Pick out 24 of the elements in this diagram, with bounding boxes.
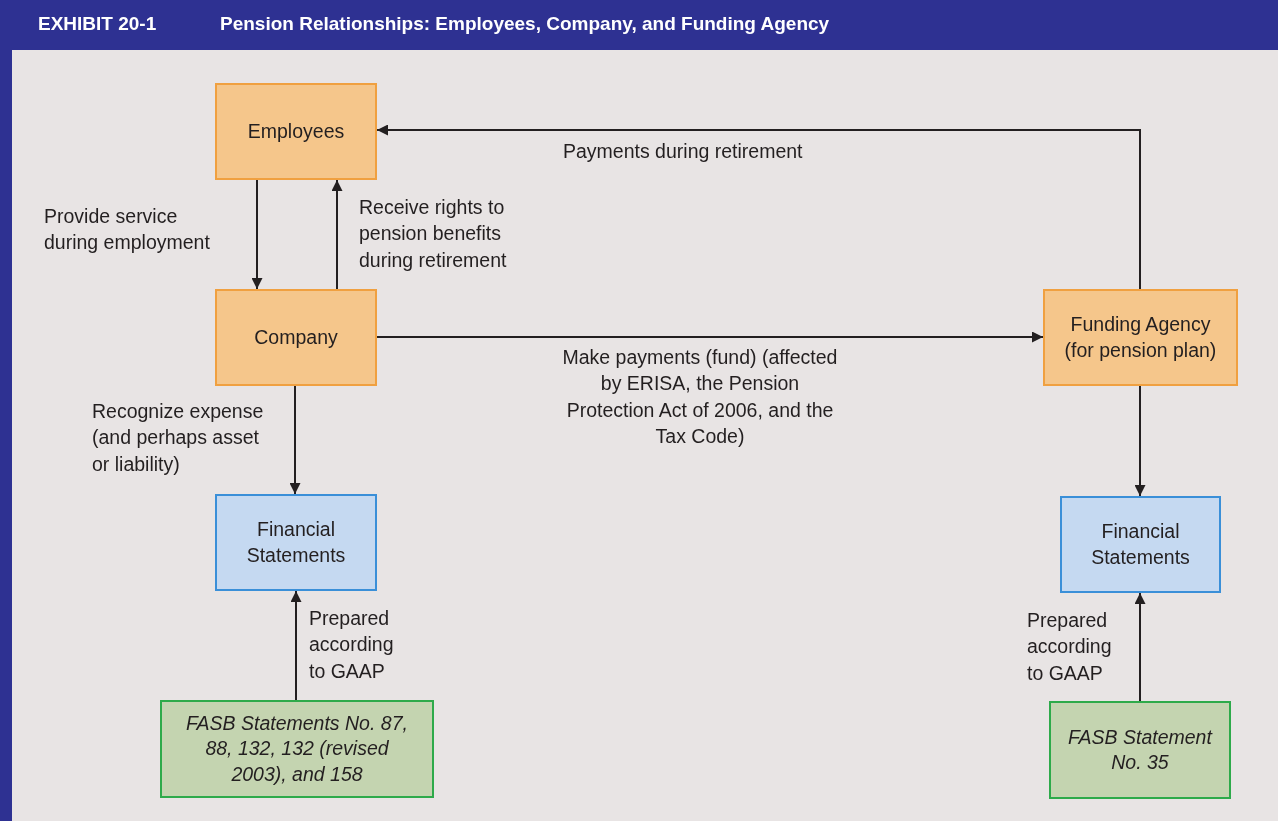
node-text: FASB Statement No. 35 bbox=[1067, 724, 1214, 775]
process-box bbox=[1043, 289, 1238, 386]
diagram-title: Pension Relationships: Employees, Company, and Funding Agency bbox=[220, 13, 830, 35]
node-text: Financial Statements bbox=[245, 517, 347, 568]
exhibit-number: EXHIBIT 20-1 bbox=[38, 13, 157, 35]
node-text: Funding Agency (for pension plan) bbox=[1063, 312, 1218, 363]
node-text: Company bbox=[254, 324, 338, 350]
arrow bbox=[376, 331, 1044, 343]
arrow bbox=[289, 385, 301, 495]
node-text: FASB Statements No. 87, 88, 132, 132 (revised 2003), and 158 bbox=[185, 711, 409, 787]
process-box bbox=[1060, 496, 1221, 593]
arrow bbox=[1134, 385, 1146, 497]
arrow bbox=[331, 179, 343, 290]
arrow bbox=[376, 124, 1141, 290]
node-text: Financial Statements bbox=[1090, 519, 1191, 570]
node-text: Employees bbox=[247, 118, 345, 144]
process-box bbox=[215, 289, 377, 386]
arrow bbox=[290, 590, 302, 701]
process-box bbox=[215, 494, 377, 591]
process-box bbox=[160, 700, 434, 798]
arrow bbox=[1134, 592, 1146, 702]
process-box bbox=[215, 83, 377, 180]
process-box bbox=[1049, 701, 1231, 799]
arrow bbox=[251, 179, 263, 290]
